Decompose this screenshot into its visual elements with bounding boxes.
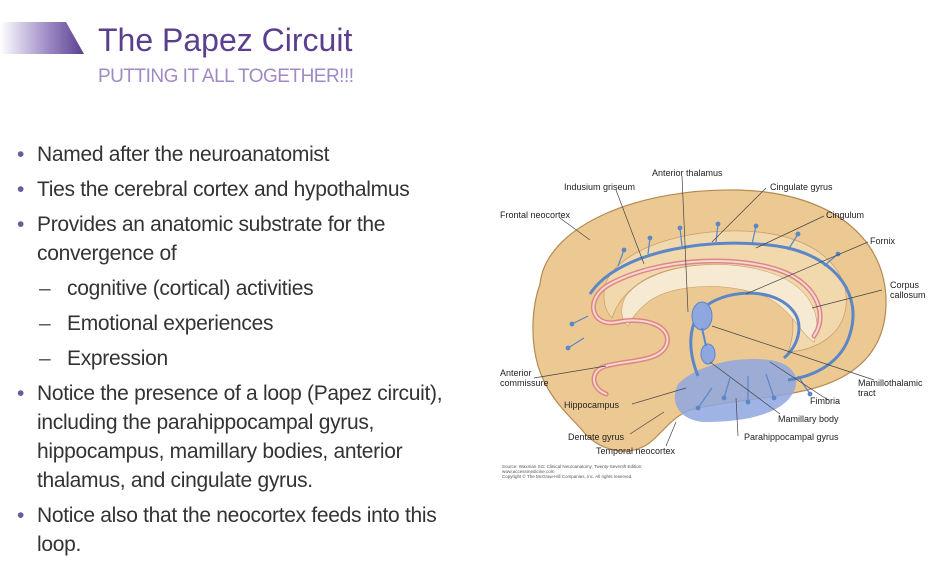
figure-credit: Source: Waxman SG: Clinical Neuroanatomy… — [502, 464, 642, 479]
bullet-text: Notice the presence of a loop (Papez cir… — [37, 382, 443, 492]
bullet-dot: • — [17, 213, 25, 236]
label-anterior-commissure-line2: commissure — [500, 378, 549, 388]
label-temporal-neocortex: Temporal neocortex — [596, 446, 676, 456]
label-indusium-griseum: Indusium griseum — [564, 182, 635, 192]
brain-diagram: Anterior thalamus Indusium griseum Cingu… — [500, 168, 926, 479]
credit-line: Source: Waxman SG: Clinical Neuroanatomy… — [502, 464, 642, 469]
label-parahippocampal-gyrus: Parahippocampal gyrus — [744, 432, 839, 442]
slide-title: The Papez Circuit — [98, 22, 353, 58]
label-fornix: Fornix — [870, 236, 896, 246]
bullet-item: • Notice also that the neocortex feeds i… — [17, 501, 462, 559]
red-tract-inner — [592, 259, 822, 395]
sub-bullet-text: Emotional experiences — [67, 312, 274, 335]
mamillothalamic-tract-line — [701, 327, 707, 347]
label-frontal-neocortex: Frontal neocortex — [500, 210, 571, 220]
bullet-item: • Ties the cerebral cortex and hypothalm… — [17, 175, 462, 204]
bullet-list: • Named after the neuroanatomist • Ties … — [17, 140, 462, 565]
sub-bullet-text: cognitive (cortical) activities — [67, 277, 314, 300]
label-corpus-callosum-line2: callosum — [890, 290, 926, 300]
bullet-item: • Notice the presence of a loop (Papez c… — [17, 379, 462, 495]
bullet-text: Provides an anatomic substrate for the c… — [37, 213, 386, 265]
bullet-dot: • — [17, 143, 25, 166]
bullet-dot: • — [17, 382, 25, 405]
sub-bullet-dash: – — [39, 277, 51, 300]
sub-bullet-item: – Expression — [17, 344, 462, 373]
credit-line: Copyright © The McGraw-Hill Companies, I… — [502, 473, 633, 479]
label-mamillothalamic-line1: Mamillothalamic — [858, 378, 923, 388]
bullet-text: Named after the neuroanatomist — [37, 143, 330, 166]
sub-bullet-item: – cognitive (cortical) activities — [17, 274, 462, 303]
slide-subtitle: PUTTING IT ALL TOGETHER!!! — [98, 66, 354, 87]
cingulate-region — [603, 230, 847, 353]
bullet-dot: • — [17, 178, 25, 201]
sub-bullet-item: – Emotional experiences — [17, 309, 462, 338]
papez-circuit-figure: Anterior thalamus Indusium griseum Cingu… — [498, 166, 928, 486]
label-fimbria: Fimbria — [810, 396, 840, 406]
leader-lines — [533, 175, 883, 447]
credit-line: www.accessmedicine.com — [502, 469, 555, 474]
bullet-item: • Named after the neuroanatomist — [17, 140, 462, 169]
bullet-text: Notice also that the neocortex feeds int… — [37, 504, 437, 556]
cingulum-tract — [588, 241, 855, 382]
bullet-item: • Provides an anatomic substrate for the… — [17, 210, 462, 268]
label-hippocampus: Hippocampus — [564, 400, 620, 410]
label-mamillary-body: Mamillary body — [778, 414, 839, 424]
label-anterior-commissure-line1: Anterior — [500, 368, 532, 378]
bullet-dot: • — [17, 504, 25, 527]
bullet-text: Ties the cerebral cortex and hypothalmus — [37, 178, 410, 201]
sub-bullet-text: Expression — [67, 347, 168, 370]
label-anterior-thalamus: Anterior thalamus — [652, 168, 723, 178]
mamillary-body-shape — [700, 343, 716, 365]
title-accent-bar — [0, 22, 84, 54]
label-mamillothalamic-line2: tract — [858, 388, 876, 398]
label-cingulum: Cingulum — [826, 210, 864, 220]
label-cingulate-gyrus: Cingulate gyrus — [770, 182, 833, 192]
label-corpus-callosum-line1: Corpus — [890, 280, 920, 290]
label-dentate-gyrus: Dentate gyrus — [568, 432, 625, 442]
sub-bullet-dash: – — [39, 312, 51, 335]
anterior-thalamus-shape — [691, 301, 713, 331]
sub-bullet-dash: – — [39, 347, 51, 370]
